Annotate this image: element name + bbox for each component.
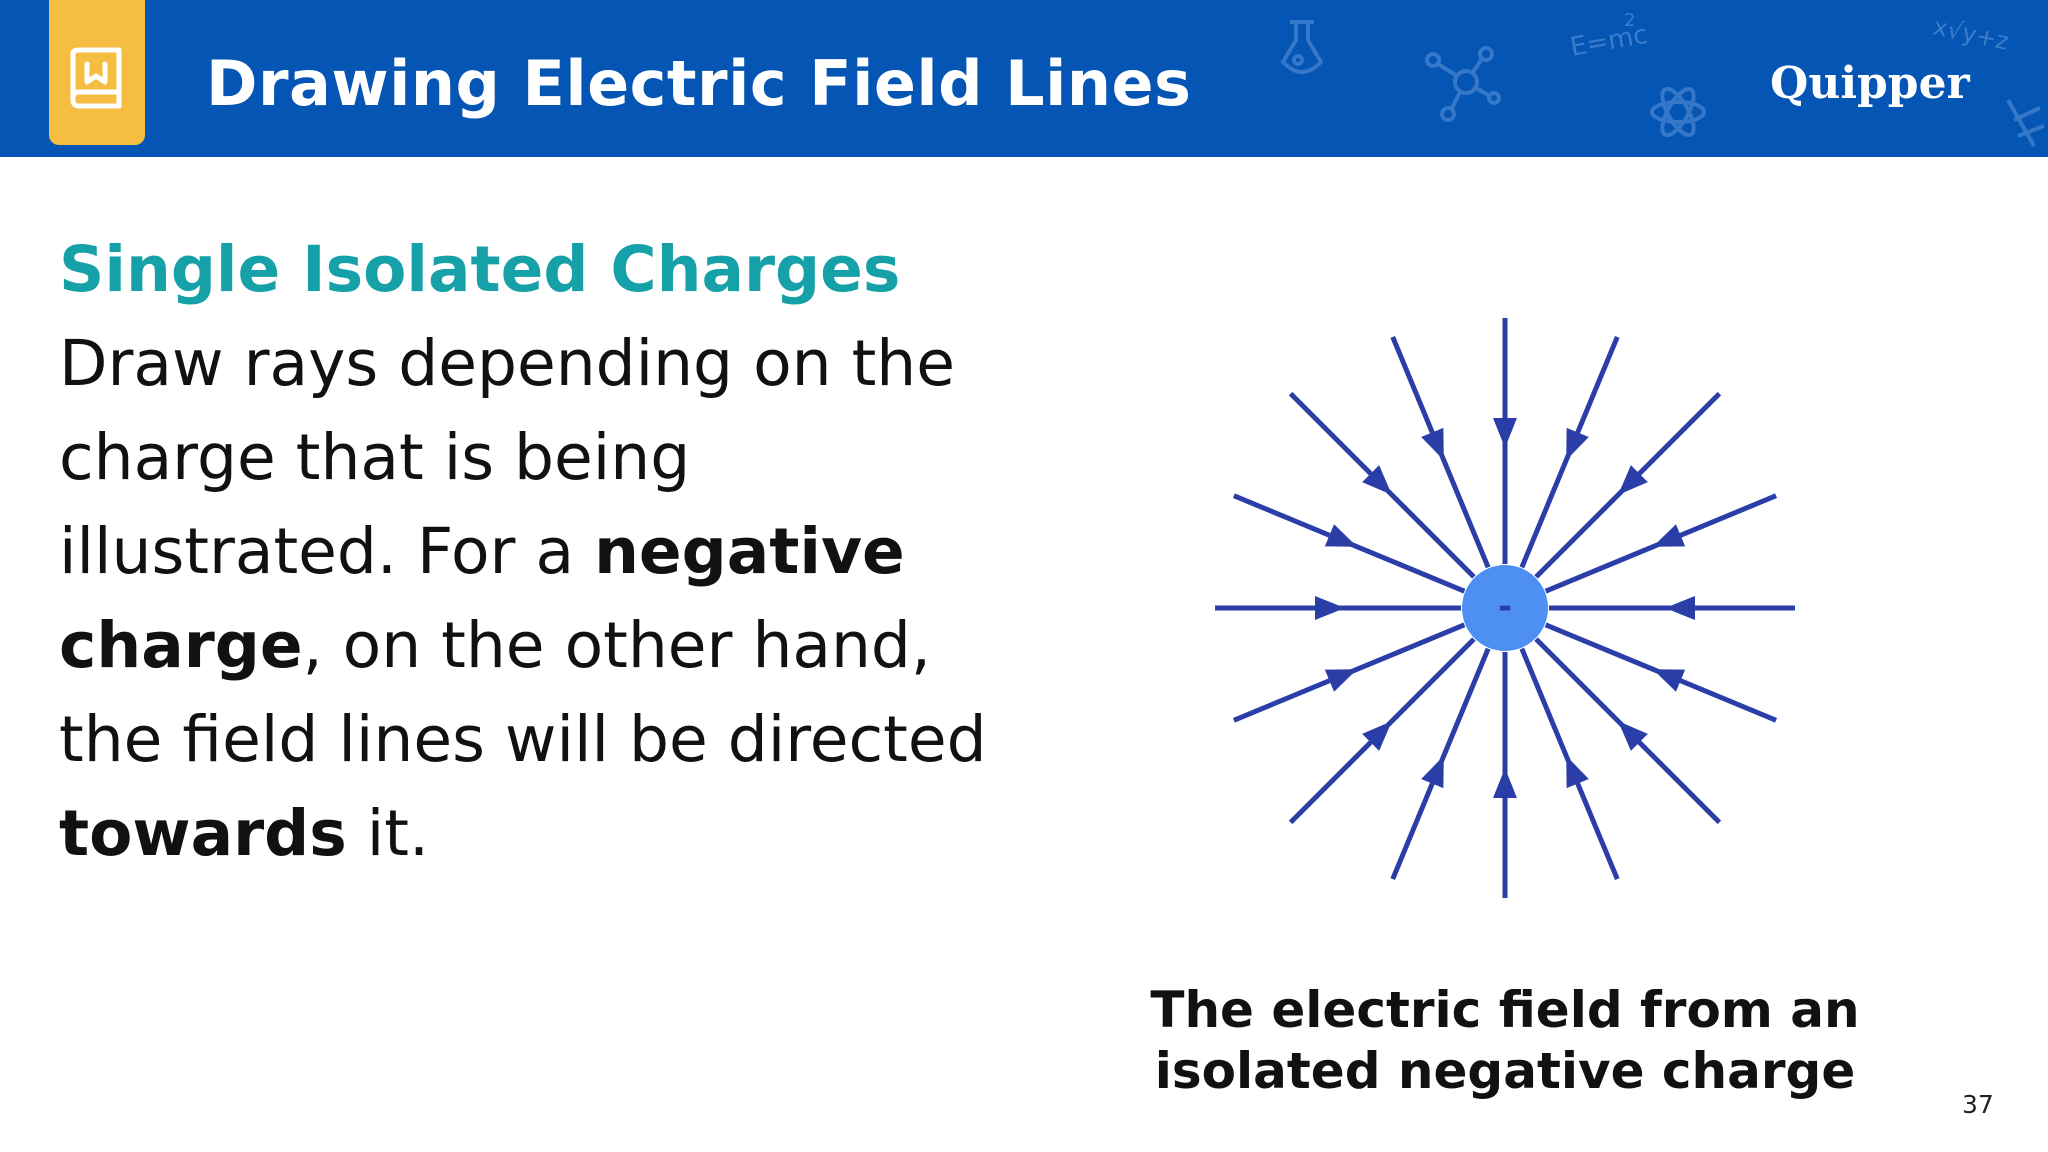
text-run: charge that is being bbox=[59, 421, 691, 494]
header-bar: E=mc 2 x√y+z Drawing Electric Field Line… bbox=[0, 0, 2048, 157]
page-title: Drawing Electric Field Lines bbox=[206, 47, 1192, 120]
electric-field-diagram: - bbox=[1215, 318, 1795, 898]
molecule-icon bbox=[1425, 46, 1501, 122]
field-arrowhead bbox=[1324, 669, 1358, 692]
field-arrowhead bbox=[1652, 669, 1686, 692]
field-arrowhead bbox=[1566, 427, 1589, 461]
field-arrowhead bbox=[1493, 418, 1517, 448]
header-badge bbox=[49, 0, 145, 145]
field-arrowhead bbox=[1315, 596, 1345, 620]
caption-line: The electric field from an bbox=[1150, 981, 1860, 1039]
caption-line: isolated negative charge bbox=[1154, 1042, 1856, 1100]
field-arrowhead bbox=[1362, 465, 1392, 495]
paragraph-line: illustrated. For a negative bbox=[59, 505, 1019, 599]
bold-text-run: towards bbox=[59, 797, 347, 870]
math-formula-text: x√y+z bbox=[1931, 12, 2012, 55]
text-run: the field lines will be directed bbox=[59, 703, 987, 776]
paragraph-line: towards it. bbox=[59, 787, 1019, 881]
field-arrowhead bbox=[1421, 755, 1444, 789]
book-icon bbox=[70, 47, 122, 109]
formula-superscript: 2 bbox=[1624, 10, 1635, 31]
field-arrowhead bbox=[1618, 721, 1648, 751]
header-decoration: E=mc 2 x√y+z bbox=[1280, 10, 2045, 147]
field-arrowhead bbox=[1652, 524, 1686, 547]
body-paragraph: Draw rays depending on the charge that i… bbox=[59, 317, 1019, 881]
bold-text-run: negative bbox=[594, 515, 905, 588]
field-arrowhead bbox=[1618, 465, 1648, 495]
field-arrowhead bbox=[1566, 755, 1589, 789]
page-number: 37 bbox=[1962, 1090, 1994, 1119]
section-subheading: Single Isolated Charges bbox=[59, 233, 901, 306]
paragraph-line: charge that is being bbox=[59, 411, 1019, 505]
field-arrowhead bbox=[1324, 524, 1358, 547]
text-run: illustrated. For a bbox=[59, 515, 595, 588]
formula-text: E=mc bbox=[1568, 20, 1650, 63]
negative-charge bbox=[1462, 565, 1548, 651]
text-run: , on the other hand, bbox=[302, 609, 931, 682]
math-formula-icon bbox=[2006, 99, 2045, 147]
bold-text-run: charge bbox=[59, 609, 303, 682]
brand-logo: Quipper bbox=[1770, 58, 1970, 109]
text-run: Draw rays depending on the bbox=[59, 327, 955, 400]
paragraph-line: Draw rays depending on the bbox=[59, 317, 1019, 411]
flask-icon bbox=[1280, 20, 1324, 74]
paragraph-line: the field lines will be directed bbox=[59, 693, 1019, 787]
field-arrowhead bbox=[1665, 596, 1695, 620]
field-arrowhead bbox=[1362, 721, 1392, 751]
paragraph-line: charge, on the other hand, bbox=[59, 599, 1019, 693]
text-run: it. bbox=[346, 797, 430, 870]
atom-icon bbox=[1650, 86, 1706, 138]
field-arrowhead bbox=[1421, 427, 1444, 461]
diagram-caption: The electric field from an isolated nega… bbox=[1130, 980, 1880, 1102]
charge-sign: - bbox=[1498, 587, 1512, 627]
field-arrowhead bbox=[1493, 768, 1517, 798]
